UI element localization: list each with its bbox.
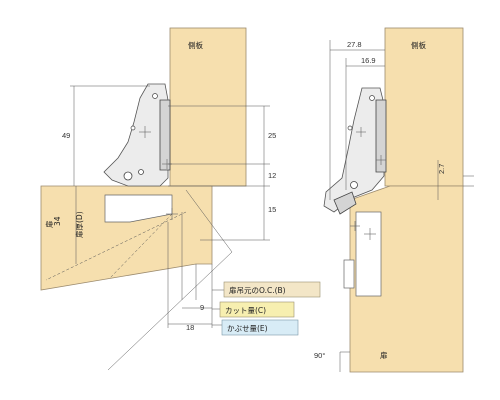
tag-c-text: カット量(C) — [225, 306, 266, 315]
left-door-cut — [104, 194, 173, 223]
tag-b: 扉吊元のO.C.(B) — [212, 281, 321, 298]
dim-15: 15 — [268, 205, 276, 214]
right-hinge-plate — [375, 99, 387, 173]
tag-c: カット量(C) — [212, 301, 295, 318]
right-door-cup-2 — [343, 259, 355, 289]
left-hinge-screw-4 — [152, 93, 158, 99]
left-door-label: 扉 — [44, 220, 54, 228]
dim-18: 18 — [186, 323, 194, 332]
right-door-label: 扉 — [380, 350, 388, 360]
right-hinge-screw-1 — [350, 181, 358, 189]
dim-49: 49 — [62, 131, 70, 140]
right-hinge-screw-3 — [347, 125, 353, 131]
right-side-panel-label: 側板 — [411, 40, 426, 50]
left-hinge-screw-1 — [123, 171, 133, 181]
left-hinge-plate — [159, 99, 171, 171]
left-hinge-screw-2 — [138, 169, 144, 175]
dim-2-7: 2.7 — [437, 164, 446, 174]
dim-9: 9 — [200, 303, 204, 312]
angle-label: 90° — [314, 351, 325, 360]
dim-25: 25 — [268, 131, 276, 140]
right-hinge-screw-2 — [369, 95, 375, 101]
left-side-panel — [169, 27, 247, 187]
left-hinge-arm — [103, 83, 169, 187]
dim-12: 12 — [268, 171, 276, 180]
right-cross-marks — [350, 127, 386, 240]
tag-e-text: かぶせ量(E) — [227, 324, 268, 333]
door-thickness-name: 扉厚(D) — [74, 211, 84, 238]
dim-27-8: 27.8 — [347, 40, 362, 49]
door-thickness-label: 34 — [53, 216, 62, 226]
left-hinge-screw-3 — [130, 125, 136, 131]
right-side-panel — [384, 27, 464, 187]
tag-e: かぶせ量(E) — [212, 319, 299, 336]
left-side-panel-label: 側板 — [188, 40, 203, 50]
door-thickness-value: 34 — [53, 216, 62, 226]
dim-16-9: 16.9 — [361, 56, 376, 65]
tag-b-text: 扉吊元のO.C.(B) — [229, 285, 286, 295]
right-door-cup — [355, 211, 382, 297]
right-dimensions: 27.8 16.9 2.7 — [329, 40, 474, 372]
left-dimensions: 49 34 扉厚(D) 25 12 15 9 18 — [45, 85, 276, 371]
right-hinge-link — [333, 191, 357, 215]
